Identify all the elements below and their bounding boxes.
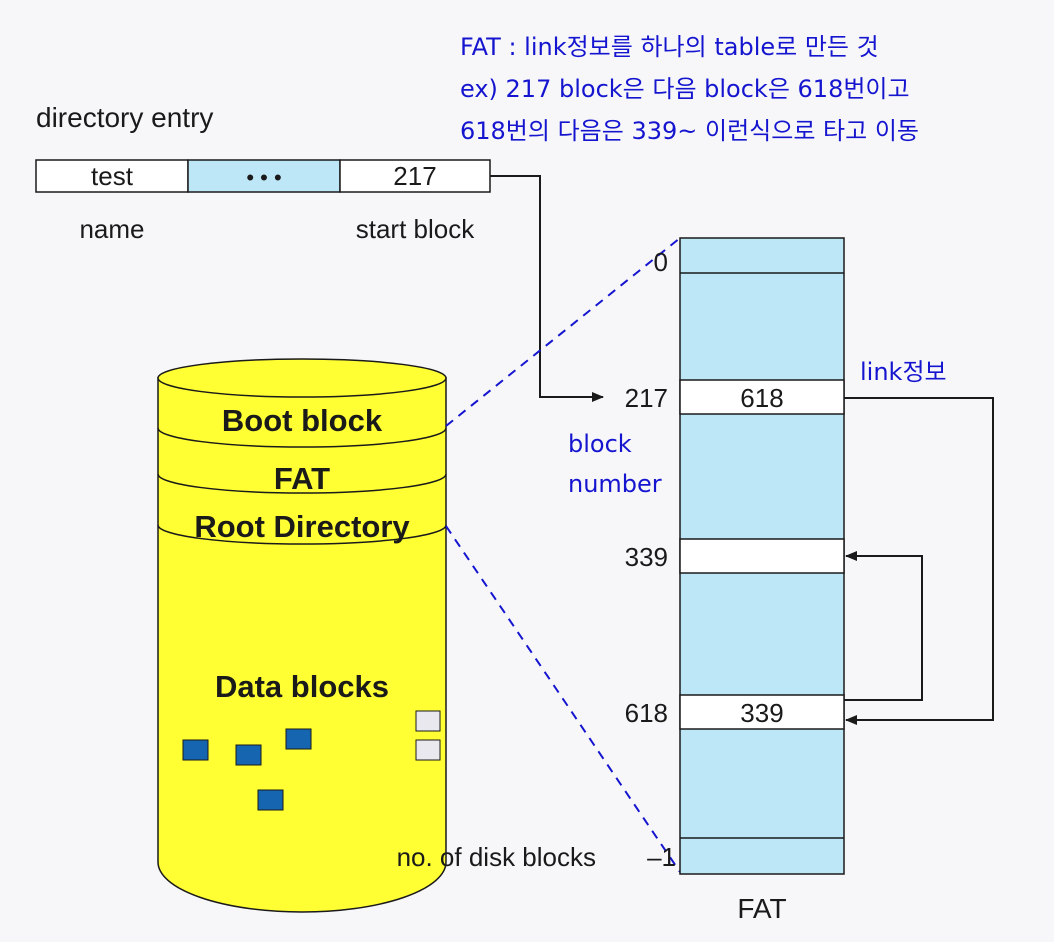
- index-217: 217: [625, 383, 668, 413]
- index-last: –1: [647, 842, 676, 872]
- fat-entry-339: [679, 538, 845, 574]
- disk-blocks-label: no. of disk blocks: [397, 842, 596, 872]
- fat-region-label: FAT: [274, 461, 330, 496]
- index-618: 618: [625, 698, 668, 728]
- fat-table: 618 339: [679, 237, 845, 875]
- disk-divider-1: [157, 427, 447, 448]
- start-block-arrow: [490, 175, 604, 402]
- disk-divider-2: [157, 473, 447, 494]
- boot-block-label: Boot block: [222, 403, 383, 438]
- used-data-block: [235, 744, 262, 766]
- free-data-block: [415, 710, 441, 732]
- free-data-block: [415, 739, 441, 761]
- data-blocks-label: Data blocks: [215, 669, 389, 704]
- start-block-cell-value: 217: [393, 161, 436, 191]
- projection-line-bottom: [445, 525, 681, 873]
- name-cell-value: test: [91, 161, 134, 191]
- index-0: 0: [654, 247, 668, 277]
- disk-body: [157, 377, 447, 913]
- link-arrow-618-to-339: [844, 551, 923, 701]
- fat-caption: FAT: [737, 893, 786, 924]
- name-label: name: [79, 214, 144, 244]
- fat-entry-618-value: 339: [740, 698, 783, 728]
- disk-top: [157, 358, 447, 398]
- link-info-label: link정보: [860, 358, 947, 386]
- ellipsis-cell: [187, 159, 341, 193]
- disk-cylinder: Boot block FAT Root Directory Data block…: [157, 358, 447, 913]
- used-data-block: [285, 728, 312, 750]
- start-block-cell: [339, 159, 491, 193]
- ellipsis-cell-value: • • •: [246, 165, 281, 190]
- annotation-line-1: FAT : link정보를 하나의 table로 만든 것: [460, 33, 879, 61]
- name-cell: [35, 159, 189, 193]
- fat-entry-618: [679, 694, 845, 730]
- annotation-line-2: ex) 217 block은 다음 block은 618번이고: [460, 75, 910, 103]
- root-directory-label: Root Directory: [194, 509, 410, 544]
- annotation-line-3: 618번의 다음은 339~ 이런식으로 타고 이동: [460, 117, 919, 145]
- link-arrow-217-to-618: [844, 397, 994, 725]
- projection-line-top: [445, 237, 681, 427]
- block-number-label-line-1: block: [568, 430, 632, 458]
- block-number-label-line-2: number: [568, 470, 662, 498]
- used-data-block: [257, 789, 284, 811]
- disk-divider-3: [157, 524, 447, 545]
- start-block-label: start block: [356, 214, 475, 244]
- index-339: 339: [625, 542, 668, 572]
- fat-entry-217-value: 618: [740, 383, 783, 413]
- directory-entry-row: test • • • 217: [35, 159, 491, 193]
- directory-entry-title: directory entry: [36, 102, 213, 133]
- used-data-block: [182, 739, 209, 761]
